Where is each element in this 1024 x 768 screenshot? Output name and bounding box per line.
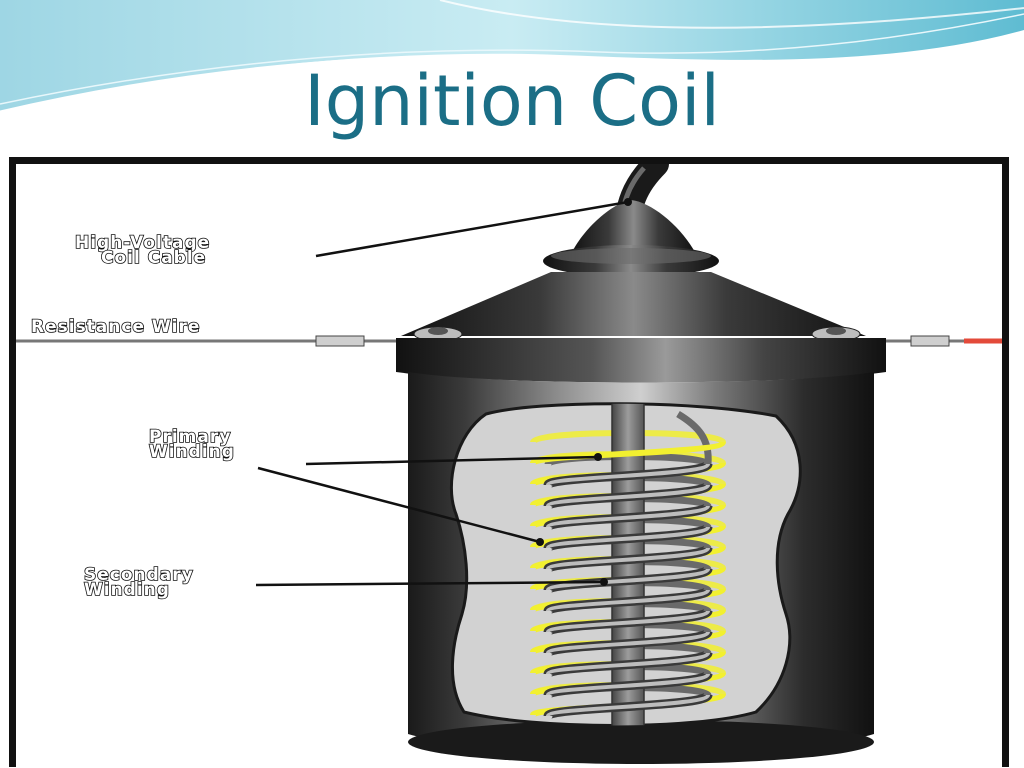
iron-core — [611, 403, 645, 726]
cutaway-interior — [449, 402, 802, 727]
coil-lid — [401, 272, 866, 336]
label-high-voltage-cable: High-Voltage Coil Cable — [74, 233, 211, 268]
header-swoosh-decoration — [0, 0, 1024, 114]
ignition-coil-illustration — [16, 164, 1002, 764]
secondary-winding-front — [546, 462, 710, 718]
coil-cap-band — [396, 338, 886, 383]
secondary-lead — [676, 410, 712, 465]
terminal-left — [413, 326, 463, 342]
cable-boot — [543, 200, 719, 277]
terminal-right — [811, 326, 861, 342]
label-secondary-winding: Secondary Winding — [83, 565, 194, 600]
ignition-coil-diagram: High-Voltage Coil Cable Resistance Wire … — [9, 157, 1009, 767]
resistance-wire-left — [16, 335, 411, 347]
label-resistance-wire: Resistance Wire — [30, 317, 201, 337]
leader-lines — [255, 200, 629, 587]
label-primary-winding: Primary Winding — [148, 427, 235, 462]
slide-title: Ignition Coil — [304, 60, 720, 142]
